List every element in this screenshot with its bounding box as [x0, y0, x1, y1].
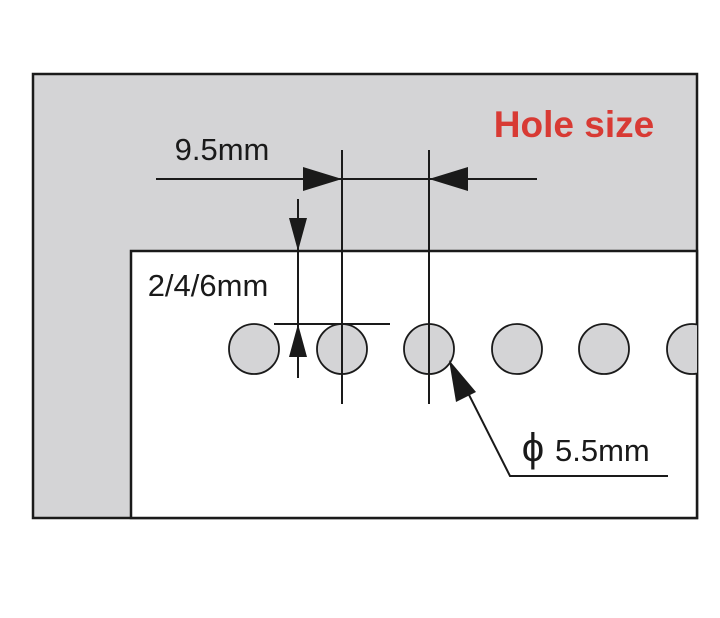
arrow-right-icon: [303, 167, 342, 191]
diameter-symbol-icon: ϕ: [522, 426, 544, 470]
pitch-dimension: [156, 167, 537, 191]
margin-label: 2/4/6mm: [148, 268, 269, 303]
arrow-left-icon: [429, 167, 468, 191]
arrow-leader-icon: [449, 360, 476, 402]
diameter-label: 5.5mm: [555, 433, 650, 468]
margin-dimension: [274, 199, 390, 378]
leader-line: [460, 378, 668, 477]
pitch-label: 9.5mm: [175, 132, 270, 167]
arrow-down-icon: [289, 218, 307, 251]
arrow-up-icon: [289, 324, 307, 357]
hole: [578, 323, 630, 375]
paper-sheet: [129, 249, 699, 520]
hole: [491, 323, 543, 375]
hole-row: [228, 323, 697, 375]
diagram-title: Hole size: [494, 104, 654, 145]
hole: [666, 323, 697, 375]
hole: [228, 323, 280, 375]
diameter-leader: [449, 360, 668, 477]
